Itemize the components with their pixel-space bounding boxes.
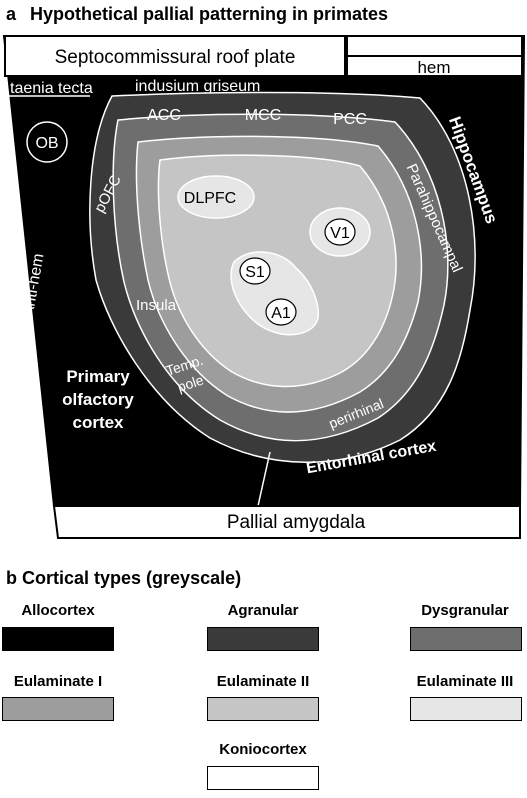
legend-label-eulaminate-ii: Eulaminate II xyxy=(216,673,310,690)
roof-plate-label: Septocommissural roof plate xyxy=(55,47,296,68)
s1-koniocortex xyxy=(239,257,271,285)
legend-swatch-agranular xyxy=(207,627,319,651)
s1-label: S1 xyxy=(245,264,265,281)
panel-a-diagram: a Hypothetical pallial patterning in pri… xyxy=(2,4,526,539)
insula-label: Insula xyxy=(136,297,177,314)
a1-koniocortex xyxy=(265,298,297,326)
legend-label-eulaminate-i: Eulaminate I xyxy=(13,673,103,690)
legend-label-koniocortex: Koniocortex xyxy=(219,741,307,758)
dlpfc-label: DLPFC xyxy=(184,190,236,207)
panel-a-title: Hypothetical pallial patterning in prima… xyxy=(30,4,388,24)
hem-top-box xyxy=(346,35,523,57)
pcc-label: PCC xyxy=(333,111,367,128)
panel-b-letter: b xyxy=(6,568,17,588)
entorhinal-divider xyxy=(257,451,271,507)
legend-label-dysgranular: Dysgranular xyxy=(421,602,509,619)
hem-box xyxy=(346,55,523,77)
v1-label: V1 xyxy=(330,225,350,242)
taenia-tecta-label: taenia tecta xyxy=(10,80,93,97)
primary-olfactory-line-2: olfactory xyxy=(62,390,134,409)
panel-a-letter: a xyxy=(6,4,17,24)
legend-swatch-koniocortex xyxy=(207,766,319,790)
v1-koniocortex xyxy=(324,218,356,246)
panel-b-title: Cortical types (greyscale) xyxy=(22,568,242,588)
temp-pole-label-2: pole xyxy=(175,371,205,394)
legend-label-allocortex: Allocortex xyxy=(21,602,95,619)
legend-label-eulaminate-iii: Eulaminate III xyxy=(416,673,514,690)
legend-swatch-eulaminate-ii xyxy=(207,697,319,721)
hem-label: hem xyxy=(417,58,450,77)
ob-label: OB xyxy=(35,135,58,152)
legend-swatch-dysgranular xyxy=(410,627,522,651)
roof-plate-box xyxy=(4,35,346,77)
legend-swatch-eulaminate-iii xyxy=(410,697,522,721)
primary-olfactory-line-1: Primary xyxy=(66,367,130,386)
primary-olfactory-line-3: cortex xyxy=(72,413,124,432)
dlpfc-region xyxy=(177,175,255,219)
ob-circle xyxy=(26,121,68,163)
a1-label: A1 xyxy=(271,305,291,322)
legend-swatch-allocortex xyxy=(2,627,114,651)
mcc-label: MCC xyxy=(245,107,281,124)
pallial-amygdala-label: Pallial amygdala xyxy=(227,512,366,533)
acc-label: ACC xyxy=(147,107,181,124)
panel-b-heading: b Cortical types (greyscale) xyxy=(6,568,241,589)
legend-label-agranular: Agranular xyxy=(227,602,299,619)
pallial-amygdala-box xyxy=(52,505,521,539)
indusium-griseum-label: indusium griseum xyxy=(135,78,260,95)
legend-swatch-eulaminate-i xyxy=(2,697,114,721)
